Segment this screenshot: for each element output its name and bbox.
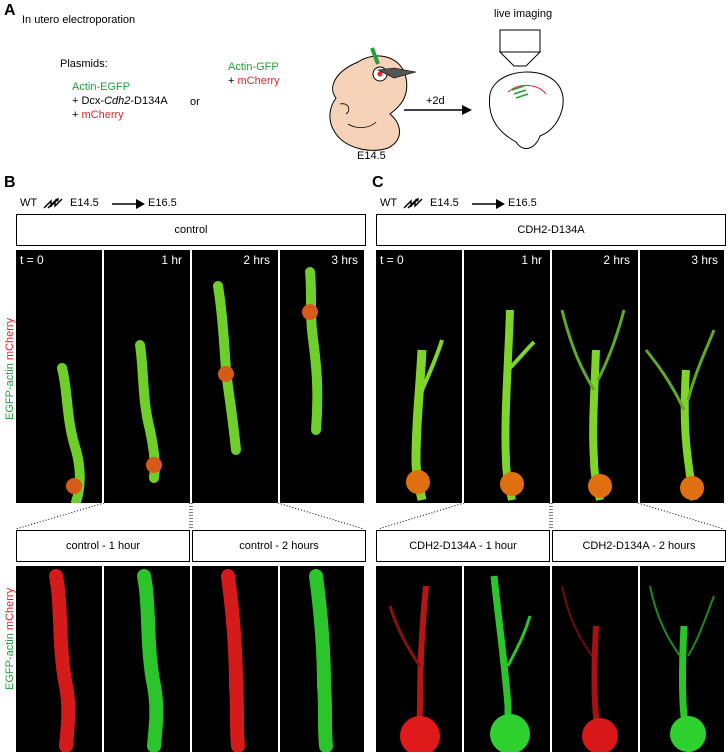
frame-b-3hrs: 3 hrs (280, 250, 364, 503)
wt-label-b: WT (20, 197, 38, 209)
age-from-b: E14.5 (70, 197, 99, 209)
zoom-box-control-1hr: control - 1 hour (16, 530, 190, 562)
time-label: 3 hrs (691, 253, 718, 267)
electroporation-icon (43, 198, 63, 209)
zoom-c-1hr-green (464, 566, 550, 752)
age-from-c: E14.5 (430, 197, 459, 209)
plasmid-dcx-line: + Dcx-Cdh2-D134A (72, 95, 168, 107)
zoom-c-2hrs-red (552, 566, 638, 752)
channel-labels-b: EGFP-actin mCherry (4, 317, 16, 420)
time-label: 3 hrs (331, 253, 358, 267)
frame-c-1hr: 1 hr (464, 250, 550, 503)
channel-labels-b-zoom: EGFP-actin mCherry (4, 587, 16, 690)
zoom-c-1hr-red (376, 566, 462, 752)
time-label: 1 hr (521, 253, 542, 267)
zoom-b-2hrs-red (192, 566, 278, 752)
plasmids-label: Plasmids: (60, 58, 108, 70)
frame-c-3hrs: 3 hrs (640, 250, 724, 503)
condition-box-cdh2: CDH2-D134A (376, 214, 726, 246)
panel-b-letter: B (4, 174, 16, 191)
time-label: t = 0 (380, 253, 404, 267)
live-imaging-label: live imaging (494, 8, 553, 20)
plasmid-actin-gfp: Actin-GFP (228, 61, 279, 73)
time-label: 2 hrs (243, 253, 270, 267)
right-arrow-icon (404, 105, 472, 115)
or-label: or (190, 96, 200, 108)
plasmid-actin-egfp: Actin-EGFP (72, 81, 131, 93)
zoom-b-1hr-green (104, 566, 190, 752)
frame-b-2hrs: 2 hrs (192, 250, 278, 503)
frame-c-t0: t = 0 (376, 250, 462, 503)
zoom-box-control-2hrs: control - 2 hours (192, 530, 366, 562)
zoom-b-1hr-red (16, 566, 102, 752)
frame-b-1hr: 1 hr (104, 250, 190, 503)
age-to-c: E16.5 (508, 197, 537, 209)
frame-c-2hrs: 2 hrs (552, 250, 638, 503)
arrow-label: +2d (426, 95, 445, 107)
wt-label-c: WT (380, 197, 398, 209)
panel-c-letter: C (372, 174, 384, 191)
time-label: 1 hr (161, 253, 182, 267)
embryo-icon (329, 47, 417, 151)
right-arrow-icon (112, 199, 145, 209)
age-to-b: E16.5 (148, 197, 177, 209)
plasmid-set-2: Actin-GFP + mCherry (228, 60, 280, 88)
right-arrow-icon (472, 199, 505, 209)
zoom-b-2hrs-green (280, 566, 364, 752)
embryo-age-label: E14.5 (357, 150, 386, 162)
microscope-and-slice-icon (489, 29, 564, 150)
plasmid-mcherry-line-2: + mCherry (228, 75, 280, 87)
zoom-box-cdh2-1hr: CDH2-D134A - 1 hour (376, 530, 550, 562)
plasmid-mcherry-line: + mCherry (72, 109, 124, 121)
time-label: 2 hrs (603, 253, 630, 267)
frame-b-t0: t = 0 (16, 250, 102, 503)
method-label: In utero electroporation (22, 14, 136, 26)
panel-a-letter: A (4, 2, 16, 19)
time-label: t = 0 (20, 253, 44, 267)
zoom-box-cdh2-2hrs: CDH2-D134A - 2 hours (552, 530, 726, 562)
plasmid-set-1: Actin-EGFP + Dcx-Cdh2-D134A + mCherry (72, 80, 168, 122)
condition-box-control: control (16, 214, 366, 246)
zoom-c-2hrs-green (640, 566, 724, 752)
electroporation-icon (403, 198, 423, 209)
zoom-guide-lines (15, 503, 725, 530)
